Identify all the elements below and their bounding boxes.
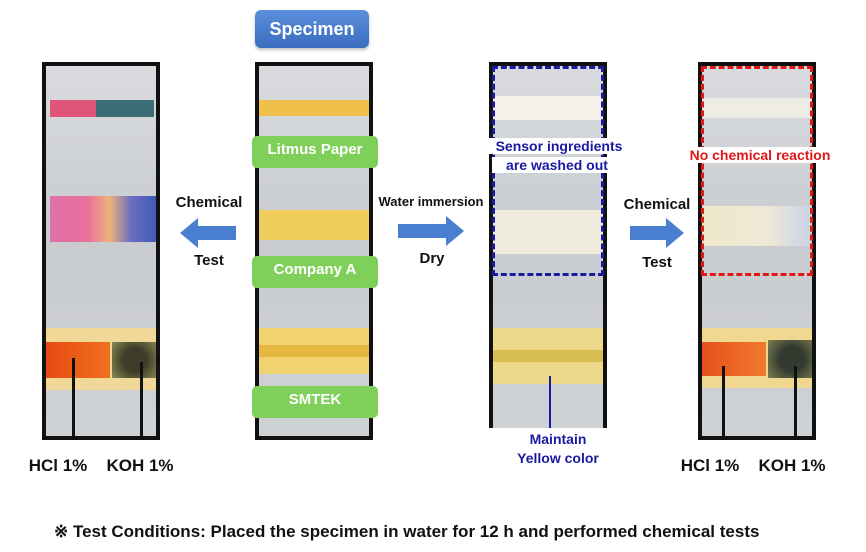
washed-out-note-line2: are washed out	[492, 157, 622, 173]
panel-tested-original	[42, 62, 160, 440]
koh-pointer-line-right	[794, 366, 797, 436]
smtek-strip-retested	[702, 328, 812, 388]
panel-tested-after-immersion	[698, 62, 816, 440]
koh-pointer-line-left	[140, 362, 143, 436]
hcl-pointer-line-left	[72, 358, 75, 436]
specimen-title-badge: Specimen	[255, 10, 369, 48]
specimen-title: Specimen	[269, 19, 355, 39]
right-arrow-bottom-label: Test	[642, 254, 672, 271]
koh-label-right: KOH 1%	[758, 456, 826, 475]
maintain-pointer-line	[549, 376, 551, 428]
company-a-strip	[259, 210, 369, 240]
right-arrow-top-label: Chemical	[623, 196, 691, 213]
litmus-strip	[259, 100, 369, 116]
company-a-strip-washed	[493, 210, 603, 254]
left-arrow-icon	[180, 218, 236, 248]
panel-specimens	[255, 62, 373, 440]
koh-label-left: KOH 1%	[106, 456, 174, 475]
maintain-note-line1: Maintain	[529, 431, 587, 447]
hcl-pointer-line-right	[722, 366, 725, 436]
panel-after-immersion	[489, 62, 607, 428]
smtek-strip-after-immersion	[493, 328, 603, 384]
smtek-strip	[259, 328, 369, 374]
middle-arrow-bottom-label: Dry	[419, 250, 445, 267]
washed-out-note-line1: Sensor ingredients	[482, 138, 636, 154]
hcl-label-left: HCl 1%	[28, 456, 88, 475]
middle-arrow-top-label: Water immersion	[378, 194, 484, 209]
no-reaction-highlight-box	[701, 66, 813, 276]
left-arrow-top-label: Chemical	[175, 194, 243, 211]
litmus-strip-tested	[46, 100, 156, 117]
right-arrow-icon-2	[630, 218, 684, 248]
label-smtek: SMTEK	[252, 386, 378, 418]
hcl-label-right: HCl 1%	[680, 456, 740, 475]
right-arrow-icon	[398, 216, 464, 246]
litmus-strip-retested	[702, 98, 812, 118]
maintain-note-line2: Yellow color	[517, 450, 599, 466]
label-company-a: Company A	[252, 256, 378, 288]
test-conditions-footnote: ※ Test Conditions: Placed the specimen i…	[54, 522, 760, 541]
company-a-strip-tested	[46, 196, 156, 242]
left-arrow-bottom-label: Test	[194, 252, 224, 269]
litmus-strip-washed	[493, 96, 603, 120]
company-a-strip-retested	[702, 206, 812, 246]
smtek-strip-tested	[46, 328, 156, 390]
label-litmus-paper: Litmus Paper	[252, 136, 378, 168]
no-reaction-note: No chemical reaction	[676, 147, 844, 163]
